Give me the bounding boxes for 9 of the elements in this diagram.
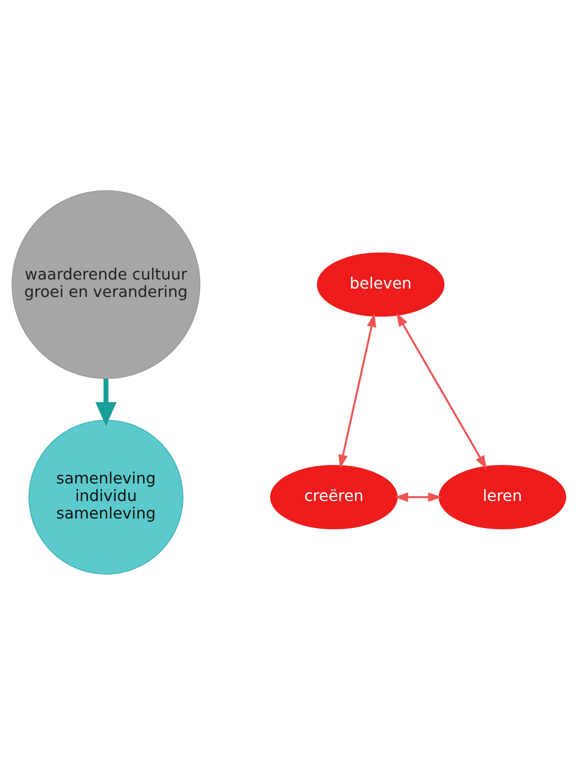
arrow bbox=[95, 378, 116, 426]
node-circle: waarderende cultuur groei en verandering bbox=[12, 190, 200, 378]
arrow bbox=[338, 312, 376, 468]
node-ellipse: beleven bbox=[316, 252, 444, 316]
node-circle: samenleving individu samenleving bbox=[28, 419, 184, 574]
arrow bbox=[396, 312, 487, 469]
arrow bbox=[394, 492, 442, 502]
node-ellipse: leren bbox=[438, 464, 566, 529]
node-ellipse: creëren bbox=[270, 464, 398, 529]
